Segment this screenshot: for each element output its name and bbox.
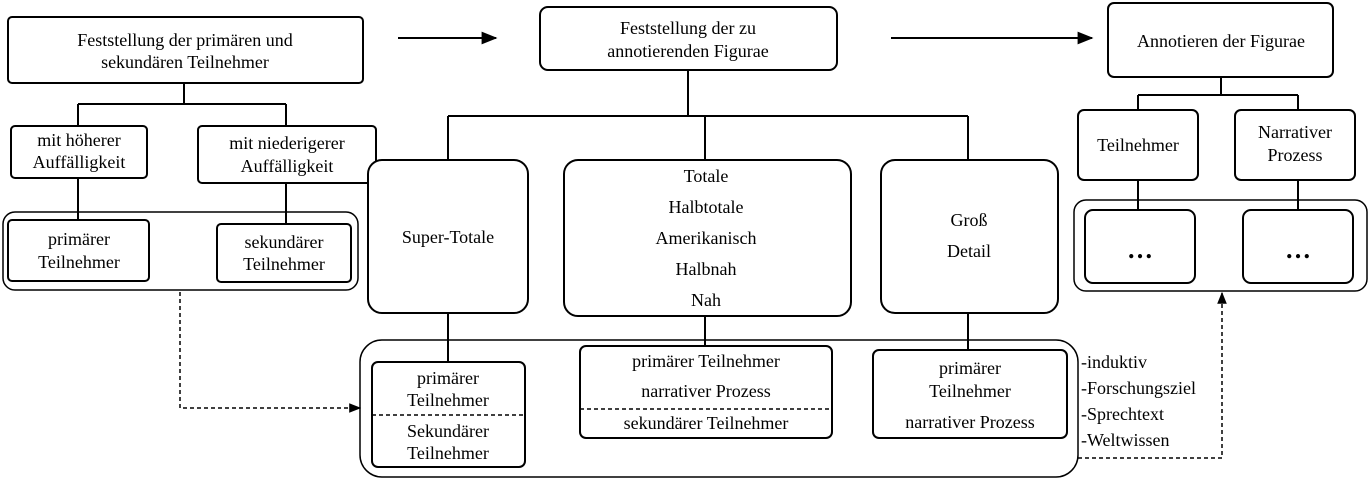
sub3-line2: Teilnehmer (929, 381, 1011, 401)
low-salience-box: mit niederigerer Auffälligkeit (197, 125, 377, 184)
shot-gross: Groß (951, 210, 988, 230)
sub3-line3: narrativer Prozess (905, 412, 1034, 432)
step3-title-box: Annotieren der Figurae (1107, 2, 1334, 78)
super-totale-participants-box: primärer Teilnehmer Sekundärer Teilnehme… (371, 361, 526, 468)
high-salience-line2: Auffälligkeit (33, 152, 126, 172)
low-salience-line2: Auffälligkeit (241, 156, 334, 176)
participant-annotation-box: Teilnehmer (1077, 109, 1199, 181)
connector-lines (77, 70, 1299, 362)
step2-participant-group (359, 339, 1079, 478)
super-totale-box: Super-Totale (367, 159, 529, 314)
step2-title-box: Feststellung der zu annotierenden Figura… (539, 6, 838, 71)
close-shots-participants-box: primärer Teilnehmer narrativer Prozess (872, 349, 1068, 439)
criteria-notes: -induktiv -Forschungsziel -Sprechtext -W… (1081, 352, 1196, 450)
step1-title-line1: Feststellung der primären und (77, 30, 292, 50)
primary-participant-line1: primärer (48, 229, 110, 249)
shot-nah: Nah (691, 290, 721, 310)
note-forschungsziel: -Forschungsziel (1081, 378, 1196, 398)
shot-sizes-box: Totale Halbtotale Amerikanisch Halbnah N… (563, 159, 852, 317)
process-ellipsis-box: … (1242, 209, 1354, 284)
participant-annotation-label: Teilnehmer (1097, 135, 1179, 155)
participant-ellipsis-box: … (1084, 209, 1196, 284)
step1-participant-group (2, 211, 359, 291)
sub3-line1: primärer (939, 358, 1001, 378)
sub1-secondary-line1: Sekundärer (407, 421, 489, 441)
step2-title-line2: annotierenden Figurae (607, 41, 768, 61)
shot-totale: Totale (684, 166, 729, 186)
secondary-participant-line2: Teilnehmer (243, 254, 325, 274)
primary-participant-line2: Teilnehmer (38, 252, 120, 272)
close-shots-box: Groß Detail (880, 159, 1059, 314)
step3-annotation-group (1073, 199, 1368, 292)
note-weltwissen: -Weltwissen (1081, 430, 1170, 450)
sub2-secondary: sekundärer Teilnehmer (624, 413, 789, 433)
high-salience-box: mit höherer Auffälligkeit (10, 125, 148, 179)
super-totale-label: Super-Totale (402, 227, 494, 247)
process-ellipsis: … (1285, 235, 1311, 264)
shot-detail: Detail (947, 241, 991, 261)
step2-title-line1: Feststellung der zu (620, 18, 756, 38)
participant-ellipsis: … (1127, 235, 1153, 264)
low-salience-line1: mit niederigerer (229, 133, 344, 153)
sub1-primary-line1: primärer (417, 368, 479, 388)
secondary-participant-line1: sekundärer (245, 232, 324, 252)
process-annotation-line2: Prozess (1268, 145, 1323, 165)
sub1-primary-line2: Teilnehmer (407, 390, 489, 410)
shot-halbnah: Halbnah (676, 259, 737, 279)
sub2-primary: primärer Teilnehmer (632, 351, 780, 371)
shot-halbtotale: Halbtotale (669, 197, 744, 217)
shot-sizes-participants-box: primärer Teilnehmer narrativer Prozess s… (579, 345, 833, 439)
secondary-participant-box: sekundärer Teilnehmer (216, 223, 352, 283)
sub2-process: narrativer Prozess (641, 381, 770, 401)
process-annotation-line1: Narrativer (1258, 122, 1332, 142)
step1-title-line2: sekundären Teilnehmer (101, 52, 269, 72)
dashed-arrow-to-step2 (179, 292, 362, 413)
step3-title: Annotieren der Figurae (1137, 31, 1305, 51)
dashed-arrow-to-step3 (1078, 291, 1227, 459)
shot-amerikanisch: Amerikanisch (656, 228, 757, 248)
high-salience-line1: mit höherer (37, 130, 120, 150)
sub1-secondary-line2: Teilnehmer (407, 443, 489, 463)
primary-participant-box: primärer Teilnehmer (7, 219, 150, 282)
note-sprechtext: -Sprechtext (1081, 404, 1164, 424)
note-induktiv: -induktiv (1081, 352, 1147, 372)
step1-title-box: Feststellung der primären und sekundären… (7, 16, 364, 84)
process-annotation-box: Narrativer Prozess (1234, 109, 1356, 181)
